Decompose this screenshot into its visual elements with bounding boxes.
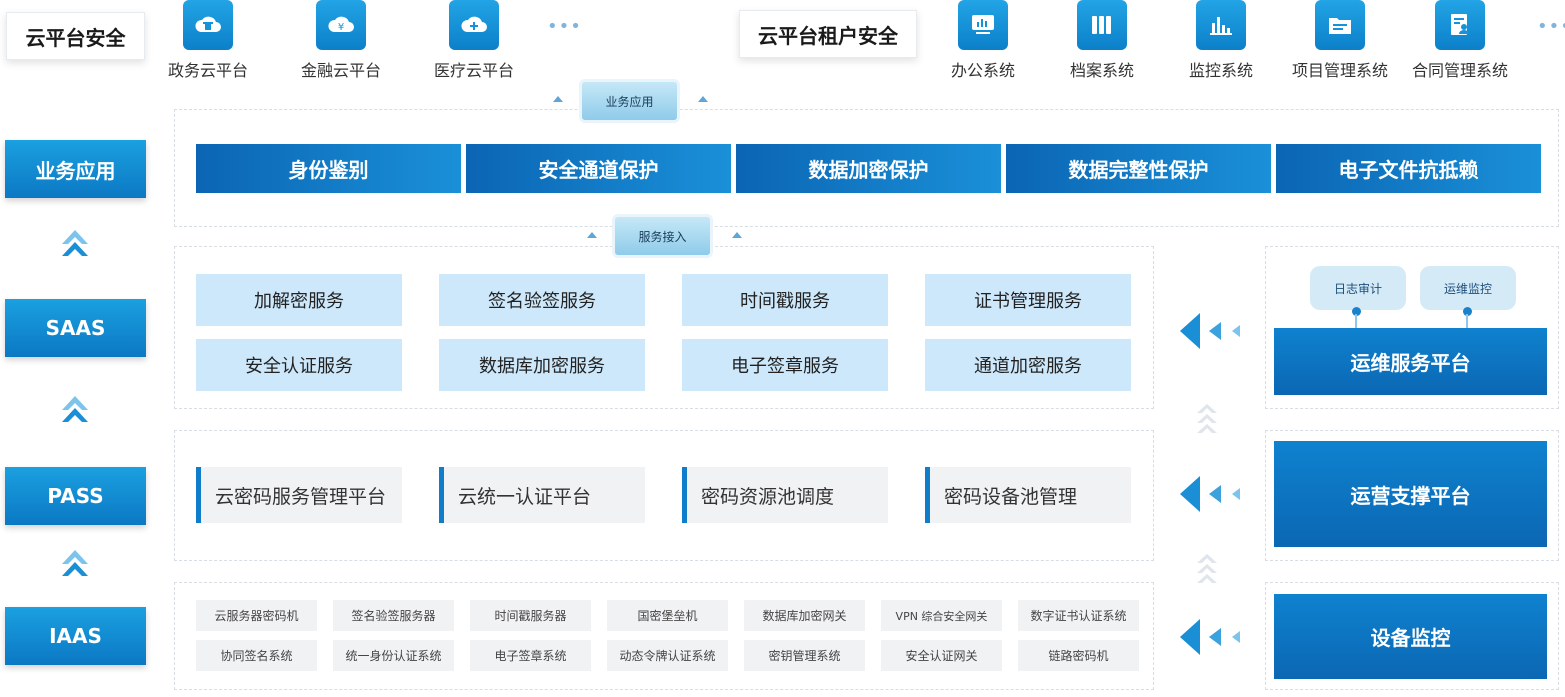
iaas-item[interactable]: 密钥管理系统	[744, 640, 865, 671]
iaas-item[interactable]: 数据库加密网关	[744, 600, 865, 631]
app-contract-system[interactable]: 合同管理系统	[1410, 0, 1510, 81]
support-frame	[1265, 430, 1559, 561]
arrow-left-icon	[1180, 313, 1240, 349]
arrow-left-icon	[1180, 476, 1240, 512]
folders-icon	[1077, 0, 1127, 50]
cloud-plus-icon	[449, 0, 499, 50]
chevron-up-icon	[1197, 554, 1217, 583]
folder-list-icon	[1315, 0, 1365, 50]
iaas-layer-frame	[174, 582, 1154, 690]
biz-non-repudiation[interactable]: 电子文件抗抵赖	[1276, 144, 1541, 193]
business-app-bubble[interactable]: 业务应用	[579, 79, 680, 123]
connector-dot	[1463, 307, 1472, 316]
iaas-item[interactable]: 数字证书认证系统	[1018, 600, 1139, 631]
iaas-item[interactable]: 安全认证网关	[881, 640, 1002, 671]
app-label: 监控系统	[1188, 61, 1253, 80]
pass-item[interactable]: 云密码服务管理平台	[196, 467, 402, 523]
pass-layer-frame	[174, 430, 1154, 561]
saas-service[interactable]: 时间戳服务	[682, 274, 888, 326]
iaas-item[interactable]: 链路密码机	[1018, 640, 1139, 671]
iaas-item[interactable]: 签名验签服务器	[333, 600, 454, 631]
app-label: 档案系统	[1069, 61, 1134, 80]
arrow-left-icon	[1180, 619, 1240, 655]
more-ellipsis-icon[interactable]: •••	[547, 16, 582, 37]
connector-dot	[1352, 307, 1361, 316]
saas-service[interactable]: 通道加密服务	[925, 339, 1131, 391]
iaas-item[interactable]: 电子签章系统	[470, 640, 591, 671]
iaas-item[interactable]: 统一身份认证系统	[333, 640, 454, 671]
app-gov-cloud[interactable]: 政务云平台	[158, 0, 258, 81]
iaas-item[interactable]: 云服务器密码机	[196, 600, 317, 631]
triangle-up-icon	[732, 232, 742, 238]
ops-frame	[1265, 246, 1559, 409]
layer-pass[interactable]: PASS	[5, 467, 146, 525]
triangle-up-icon	[553, 96, 563, 102]
connector-line	[1466, 314, 1468, 328]
layer-business-app[interactable]: 业务应用	[5, 140, 146, 198]
iaas-item[interactable]: 时间戳服务器	[470, 600, 591, 631]
app-monitor-system[interactable]: 监控系统	[1171, 0, 1271, 81]
biz-identity-auth[interactable]: 身份鉴别	[196, 144, 461, 193]
log-audit-pill[interactable]: 日志审计	[1310, 266, 1406, 310]
app-label: 合同管理系统	[1411, 61, 1508, 80]
app-label: 办公系统	[950, 61, 1015, 80]
saas-service[interactable]: 加解密服务	[196, 274, 402, 326]
iaas-item[interactable]: 协同签名系统	[196, 640, 317, 671]
app-label: 政务云平台	[167, 61, 248, 80]
cloud-building-icon	[183, 0, 233, 50]
chevron-up-icon	[62, 230, 88, 256]
business-layer-frame	[174, 109, 1559, 227]
svg-text:¥: ¥	[338, 22, 344, 33]
app-label: 金融云平台	[300, 61, 381, 80]
saas-service[interactable]: 证书管理服务	[925, 274, 1131, 326]
biz-data-integrity[interactable]: 数据完整性保护	[1006, 144, 1271, 193]
pass-item[interactable]: 密码资源池调度	[682, 467, 888, 523]
iaas-item[interactable]: 动态令牌认证系统	[607, 640, 728, 671]
device-monitoring[interactable]: 设备监控	[1274, 594, 1547, 679]
cloud-yen-icon: ¥	[316, 0, 366, 50]
bar-chart-icon	[1196, 0, 1246, 50]
tenant-security-title: 云平台租户安全	[739, 10, 917, 58]
app-project-system[interactable]: 项目管理系统	[1290, 0, 1390, 81]
biz-secure-channel[interactable]: 安全通道保护	[466, 144, 731, 193]
saas-service[interactable]: 电子签章服务	[682, 339, 888, 391]
ops-service-platform[interactable]: 运维服务平台	[1274, 328, 1547, 395]
monitor-chart-icon	[958, 0, 1008, 50]
app-label: 医疗云平台	[433, 61, 514, 80]
service-access-bubble[interactable]: 服务接入	[612, 214, 713, 258]
layer-iaas[interactable]: IAAS	[5, 607, 146, 665]
iaas-item[interactable]: 国密堡垒机	[607, 600, 728, 631]
chevron-up-icon	[62, 396, 88, 422]
app-office-system[interactable]: 办公系统	[933, 0, 1033, 81]
contract-person-icon	[1435, 0, 1485, 50]
operation-support-platform[interactable]: 运营支撑平台	[1274, 441, 1547, 547]
app-finance-cloud[interactable]: ¥ 金融云平台	[291, 0, 391, 81]
connector-line	[1355, 314, 1357, 328]
more-ellipsis-icon[interactable]: •••	[1537, 16, 1565, 37]
triangle-up-icon	[587, 232, 597, 238]
saas-service[interactable]: 数据库加密服务	[439, 339, 645, 391]
app-archive-system[interactable]: 档案系统	[1052, 0, 1152, 81]
app-label: 项目管理系统	[1291, 61, 1388, 80]
pass-item[interactable]: 云统一认证平台	[439, 467, 645, 523]
saas-service[interactable]: 签名验签服务	[439, 274, 645, 326]
triangle-up-icon	[698, 96, 708, 102]
chevron-up-icon	[62, 550, 88, 576]
device-frame	[1265, 582, 1559, 690]
layer-saas[interactable]: SAAS	[5, 299, 146, 357]
biz-data-encryption[interactable]: 数据加密保护	[736, 144, 1001, 193]
saas-service[interactable]: 安全认证服务	[196, 339, 402, 391]
cloud-platform-security-title: 云平台安全	[6, 12, 145, 60]
chevron-up-icon	[1197, 404, 1217, 433]
pass-item[interactable]: 密码设备池管理	[925, 467, 1131, 523]
iaas-item[interactable]: VPN 综合安全网关	[881, 600, 1002, 631]
app-medical-cloud[interactable]: 医疗云平台	[424, 0, 524, 81]
ops-monitor-pill[interactable]: 运维监控	[1420, 266, 1516, 310]
